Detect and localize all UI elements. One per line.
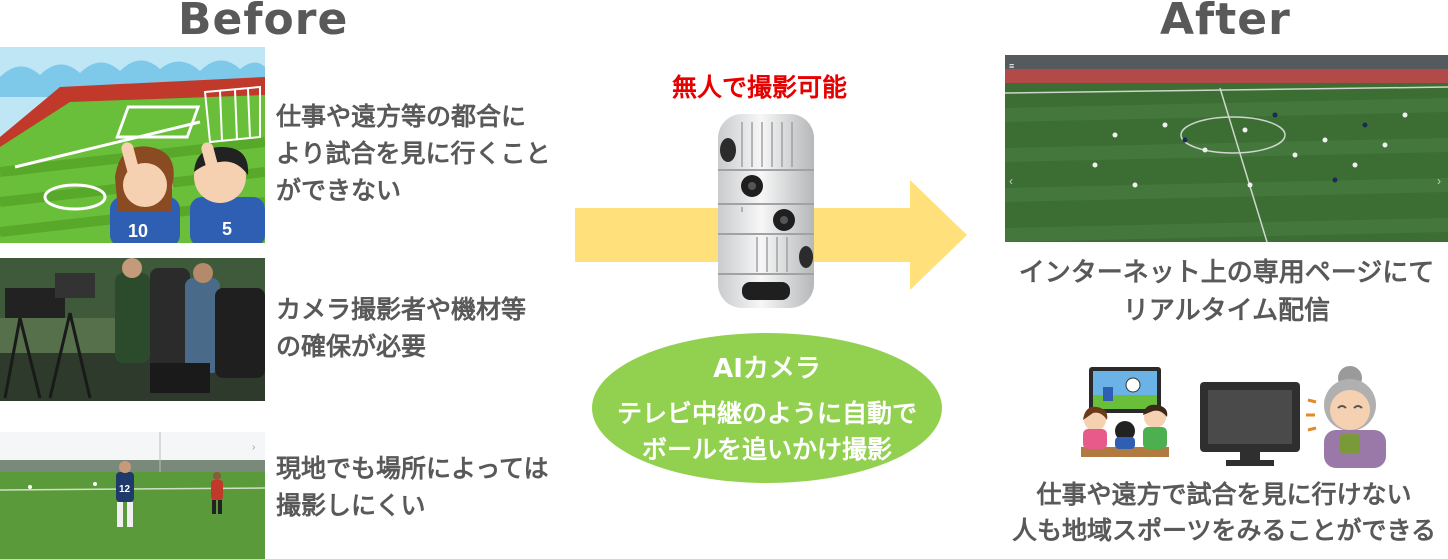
unmanned-shooting-headline: 無人で撮影可能: [672, 73, 848, 102]
svg-text:‹: ‹: [1009, 174, 1013, 188]
after-caption-streaming: インターネット上の専用ページにて リアルタイム配信: [1018, 258, 1435, 326]
after-image-live-broadcast: ≡ ‹ ›: [1005, 55, 1448, 242]
svg-text:›: ›: [252, 442, 255, 453]
after-illustration-family-watching-tv: [1081, 367, 1169, 457]
ai-camera-device: [718, 114, 814, 308]
svg-text:5: 5: [222, 219, 232, 239]
before-item-3-text: 現地でも場所によっては 撮影しにくい: [276, 454, 549, 520]
ai-camera-description: テレビ中継のように自動で ボールを追いかけ撮影: [616, 399, 917, 464]
before-image-camera-crew: [0, 258, 265, 401]
after-illustration-elderly-watching-tv: [1200, 366, 1386, 468]
svg-text:10: 10: [128, 221, 148, 241]
svg-text:≡: ≡: [1009, 61, 1014, 71]
before-item-1-text: 仕事や遠方等の都合に より試合を見に行くこと ができない: [276, 102, 551, 205]
after-caption-accessibility: 仕事や遠方で試合を見に行けない 人も地域スポーツをみることができる: [1011, 480, 1436, 545]
svg-text:12: 12: [119, 484, 131, 495]
ai-camera-title: AIカメラ: [713, 354, 821, 384]
before-heading: Before: [178, 0, 349, 45]
before-image-stadium-fans: 10 5: [0, 47, 265, 243]
after-heading: After: [1160, 0, 1291, 45]
ai-camera-ellipse: [592, 333, 942, 483]
before-item-2-text: カメラ撮影者や機材等 の確保が必要: [276, 295, 527, 361]
before-image-field-players: 12 ›: [0, 432, 265, 559]
svg-text:›: ›: [1437, 174, 1441, 188]
